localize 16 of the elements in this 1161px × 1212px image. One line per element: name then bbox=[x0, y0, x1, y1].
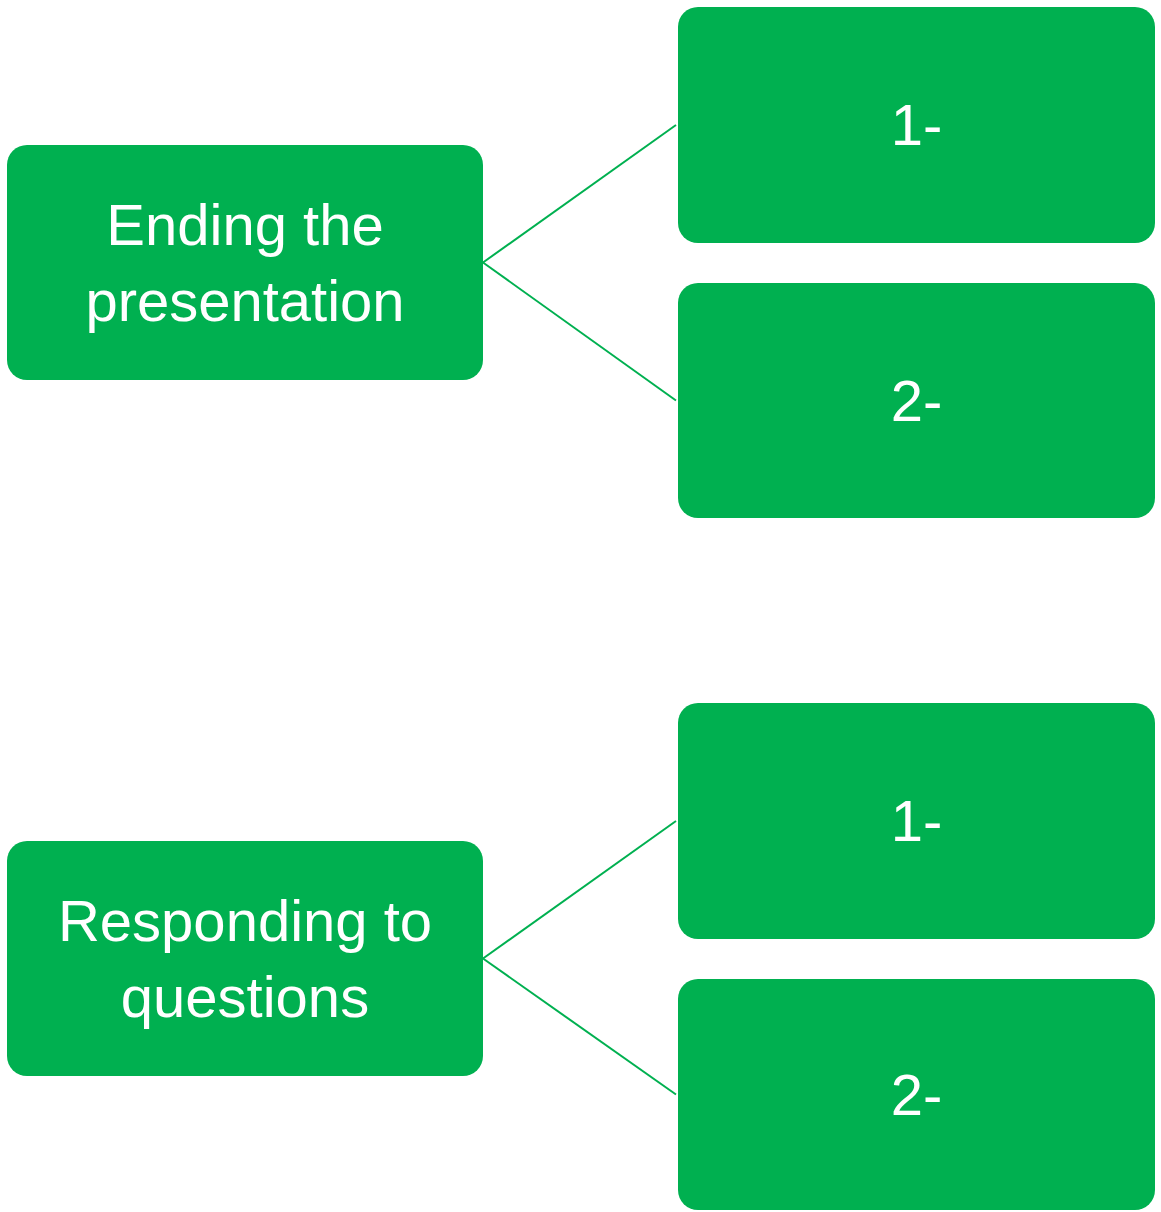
rounded-box bbox=[678, 283, 1155, 518]
box-text: 2- bbox=[890, 1060, 943, 1129]
connector-line bbox=[482, 261, 677, 402]
box-text: Responding to questions bbox=[56, 887, 434, 1031]
connector-line bbox=[482, 957, 677, 1096]
connector-line bbox=[482, 820, 677, 960]
rounded-box bbox=[678, 7, 1155, 243]
rounded-box bbox=[678, 979, 1155, 1210]
rounded-box bbox=[7, 145, 483, 380]
box-text: 1- bbox=[890, 91, 943, 160]
box-text: 1- bbox=[890, 787, 943, 856]
rounded-box bbox=[7, 841, 483, 1076]
connector-line bbox=[482, 124, 677, 264]
box-text: 2- bbox=[890, 366, 943, 435]
box-text: Ending the presentation bbox=[84, 191, 406, 335]
rounded-box bbox=[678, 703, 1155, 939]
